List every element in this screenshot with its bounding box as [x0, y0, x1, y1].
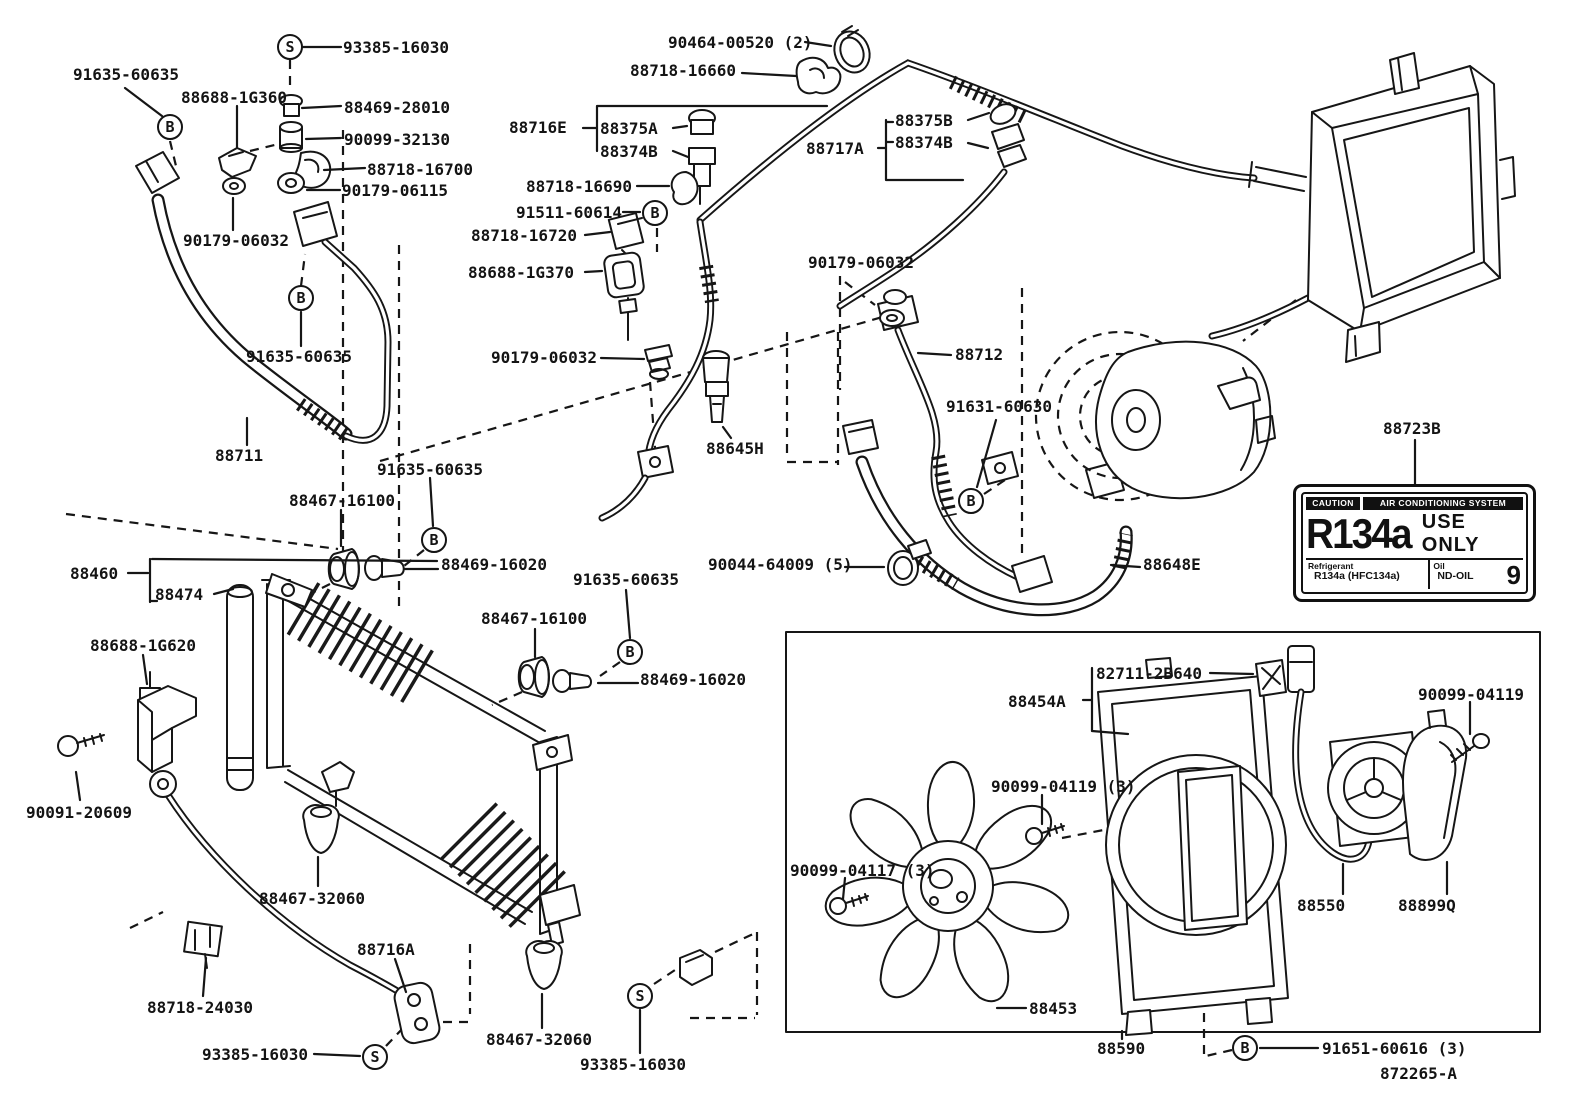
part-number-label: 88645H [706, 439, 764, 458]
bolt-marker: B [157, 114, 183, 140]
pipes-drawing [598, 59, 1312, 522]
part-number-label: 93385-16030 [343, 38, 449, 57]
part-number-label: 91635-60635 [246, 347, 352, 366]
part-number-label: 90179-06032 [183, 231, 289, 250]
part-number-label: 88460 [70, 564, 119, 583]
part-number-label: 90179-06032 [808, 253, 914, 272]
fan-inset-box [785, 631, 1541, 1033]
part-number-label: 90179-06032 [491, 348, 597, 367]
part-number-label: 90044-64009 (5) [708, 555, 853, 574]
part-number-label: 88716A [357, 940, 415, 959]
receiver-drier-drawing [226, 584, 254, 791]
discharge-hose-88648E-drawing [842, 419, 1133, 617]
part-number-label: 88469-28010 [344, 98, 450, 117]
bolt-marker: B [642, 200, 668, 226]
bolt-marker: B [617, 639, 643, 665]
part-number-label: 88590 [1097, 1039, 1146, 1058]
screw-marker: S [627, 983, 653, 1009]
part-number-label: 88454A [1008, 692, 1066, 711]
oil-number: 9 [1506, 560, 1521, 590]
part-number-label: 91635-60635 [73, 65, 179, 84]
refrigerant-value: R134a (HFC134a) [1314, 570, 1400, 582]
part-number-label: 91635-60635 [377, 460, 483, 479]
part-number-label: 88688-1G620 [90, 636, 196, 655]
part-number-label: 88467-32060 [259, 889, 365, 908]
part-number-label: 88711 [215, 446, 264, 465]
part-number-label: 88453 [1029, 999, 1078, 1018]
compressor-drawing [1034, 330, 1276, 502]
part-number-label: 88469-16020 [441, 555, 547, 574]
part-number-label: 88718-24030 [147, 998, 253, 1017]
screw-marker: S [277, 34, 303, 60]
ac-system-header: AIR CONDITIONING SYSTEM [1363, 497, 1523, 510]
part-number-label: 93385-16030 [580, 1055, 686, 1074]
part-number-label: 88374B [600, 142, 658, 161]
part-number-label: 90091-20609 [26, 803, 132, 822]
part-number-label: 88723B [1383, 419, 1441, 438]
cushion-parts [302, 804, 713, 990]
refrigerant-label: Refrigerant [1308, 561, 1354, 571]
bracket-and-lower-pipe-drawing [57, 671, 441, 1045]
fan-motor-drawing [1287, 645, 1468, 863]
part-number-label: 88688-1G370 [468, 263, 574, 282]
oil-label: Oil [1433, 561, 1445, 571]
part-number-label: 88467-32060 [486, 1030, 592, 1049]
part-number-label: 90099-04119 [1418, 685, 1524, 704]
part-number-label: 93385-16030 [202, 1045, 308, 1064]
part-number-label: 91651-60616 (3) [1322, 1039, 1467, 1058]
refrigerant-caution-plate: CAUTION AIR CONDITIONING SYSTEM R134a US… [1293, 484, 1536, 602]
part-number-label: 88375B [895, 111, 953, 130]
evaporator-unit-drawing [1248, 52, 1516, 363]
part-number-label: 88467-16100 [289, 491, 395, 510]
part-number-label: 90099-04117 (3) [790, 861, 935, 880]
service-valve-parts [603, 25, 1027, 423]
part-number-label: 91635-60635 [573, 570, 679, 589]
refrigerant-code: R134a [1306, 510, 1413, 557]
condenser-drawing [261, 573, 581, 946]
part-number-label: 90099-04119 (3) [991, 777, 1136, 796]
part-number-label: 88712 [955, 345, 1004, 364]
part-number-label: 88375A [600, 119, 658, 138]
bolt-marker: B [288, 285, 314, 311]
part-number-label: 88718-16700 [367, 160, 473, 179]
part-number-label: 88688-1G360 [181, 88, 287, 107]
part-number-label: 88717A [806, 139, 864, 158]
caution-plate-inner: CAUTION AIR CONDITIONING SYSTEM R134a US… [1301, 492, 1528, 594]
part-number-label: 90099-32130 [344, 130, 450, 149]
part-number-label: 88718-16660 [630, 61, 736, 80]
part-number-label: 88718-16690 [526, 177, 632, 196]
fastener-parts-top-left [218, 94, 332, 195]
part-number-label: 88474 [155, 585, 204, 604]
part-number-label: 90179-06115 [342, 181, 448, 200]
part-number-label: 91631-60630 [946, 397, 1052, 416]
part-number-label: 88899Q [1398, 896, 1456, 915]
fan-shroud-drawing [1097, 657, 1289, 1036]
part-number-label: 88716E [509, 118, 567, 137]
bolt-marker: B [421, 527, 447, 553]
caution-header: CAUTION [1306, 497, 1360, 510]
bolt-marker: B [1232, 1035, 1258, 1061]
part-number-label: 88718-16720 [471, 226, 577, 245]
part-number-label: 88648E [1143, 555, 1201, 574]
part-number-label: 91511-60614 [516, 203, 622, 222]
use-only-text: USE ONLY [1421, 511, 1480, 556]
screw-marker: S [362, 1044, 388, 1070]
part-number-label: 88469-16020 [640, 670, 746, 689]
fan-drawing [824, 760, 1070, 1003]
leader-lines [74, 40, 1472, 1058]
part-number-label: 82711-2B640 [1096, 664, 1202, 683]
part-number-label: 90464-00520 (2) [668, 33, 813, 52]
part-number-label: 88374B [895, 133, 953, 152]
oil-value: ND-OIL [1437, 570, 1474, 582]
hose-88711-drawing [135, 151, 392, 444]
figure-number: 872265-A [1380, 1064, 1458, 1083]
part-number-label: 88550 [1297, 896, 1346, 915]
screw-parts-inset [829, 733, 1490, 915]
part-number-label: 88467-16100 [481, 609, 587, 628]
bolt-marker: B [958, 488, 984, 514]
